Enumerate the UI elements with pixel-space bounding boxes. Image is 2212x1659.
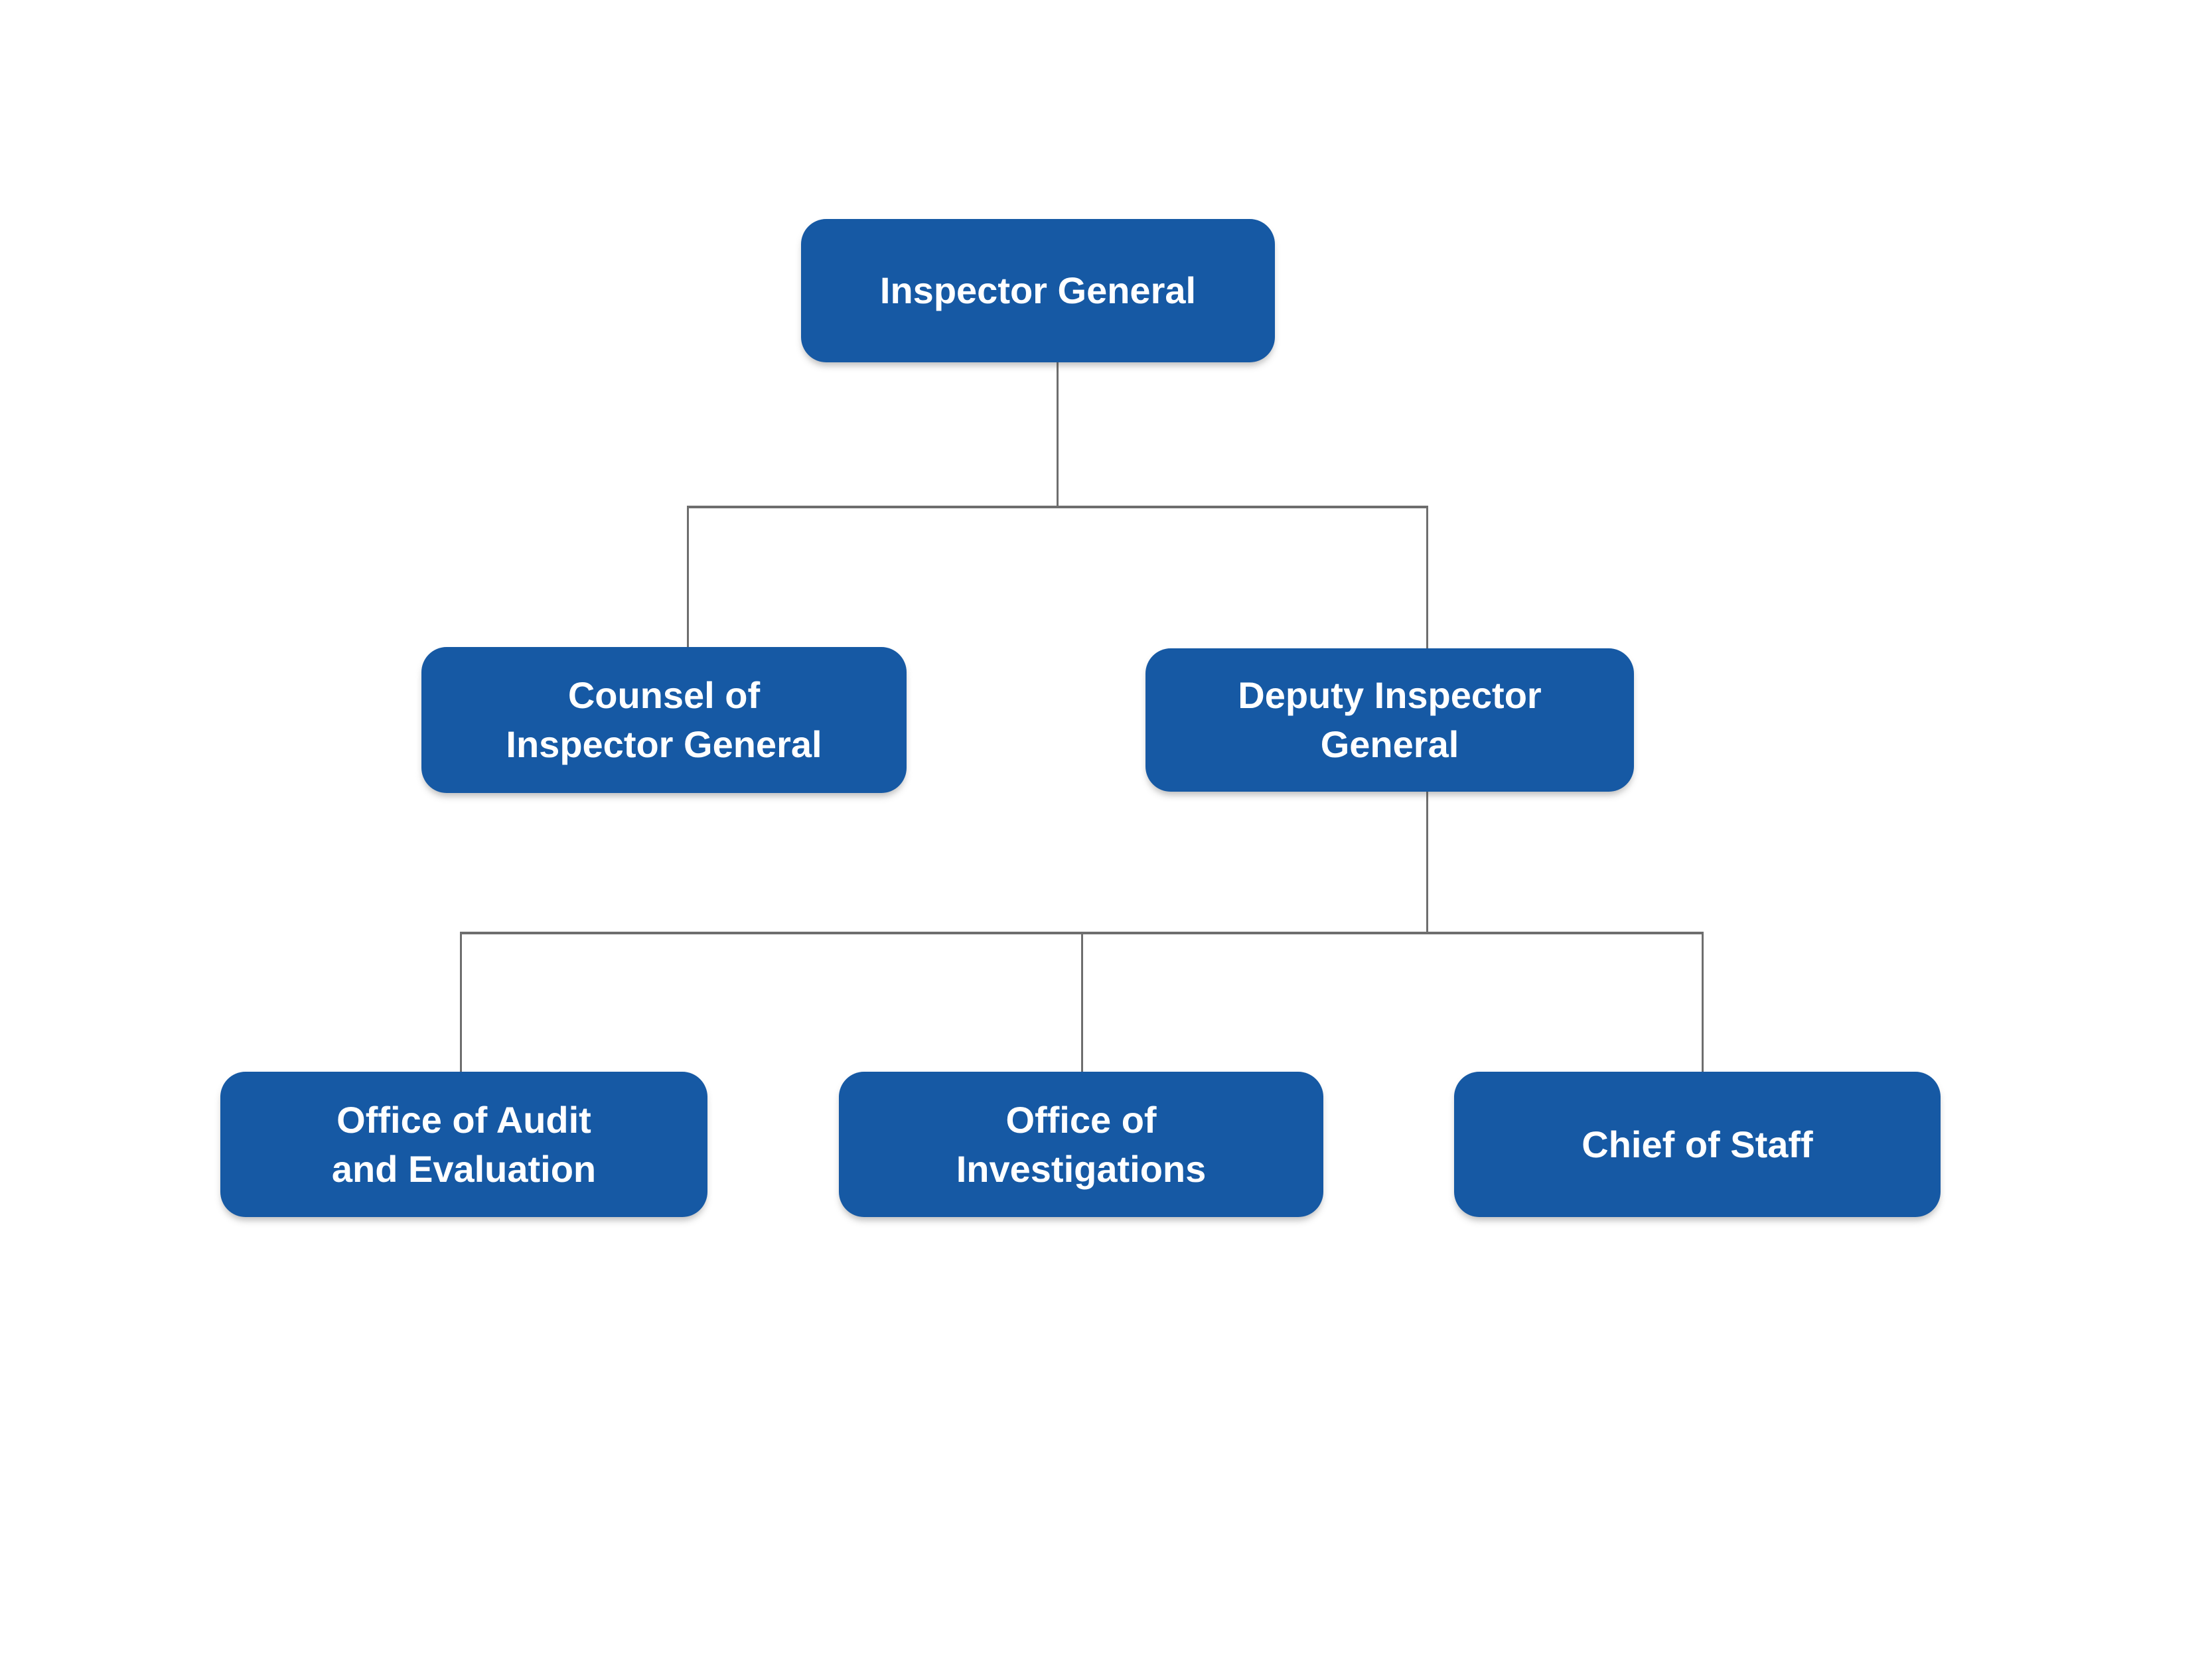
connector-deputy-drop	[1426, 506, 1428, 650]
connector-investigations-drop	[1081, 932, 1083, 1073]
org-node-office-of-investigations: Office of Investigations	[839, 1072, 1323, 1217]
connector-counsel-drop	[687, 506, 689, 648]
org-node-deputy-inspector-general: Deputy Inspector General	[1145, 648, 1634, 792]
org-node-office-of-audit-and-evaluation: Office of Audit and Evaluation	[220, 1072, 707, 1217]
connector-level2-rail	[687, 506, 1428, 508]
org-node-chief-of-staff: Chief of Staff	[1454, 1072, 1941, 1217]
connector-deputy-stem	[1426, 792, 1428, 933]
connector-chief-drop	[1702, 932, 1704, 1073]
connector-audit-drop	[460, 932, 462, 1073]
org-node-counsel-of-inspector-general: Counsel of Inspector General	[421, 647, 907, 793]
org-node-inspector-general: Inspector General	[801, 219, 1275, 362]
connector-ig-stem	[1057, 362, 1059, 507]
